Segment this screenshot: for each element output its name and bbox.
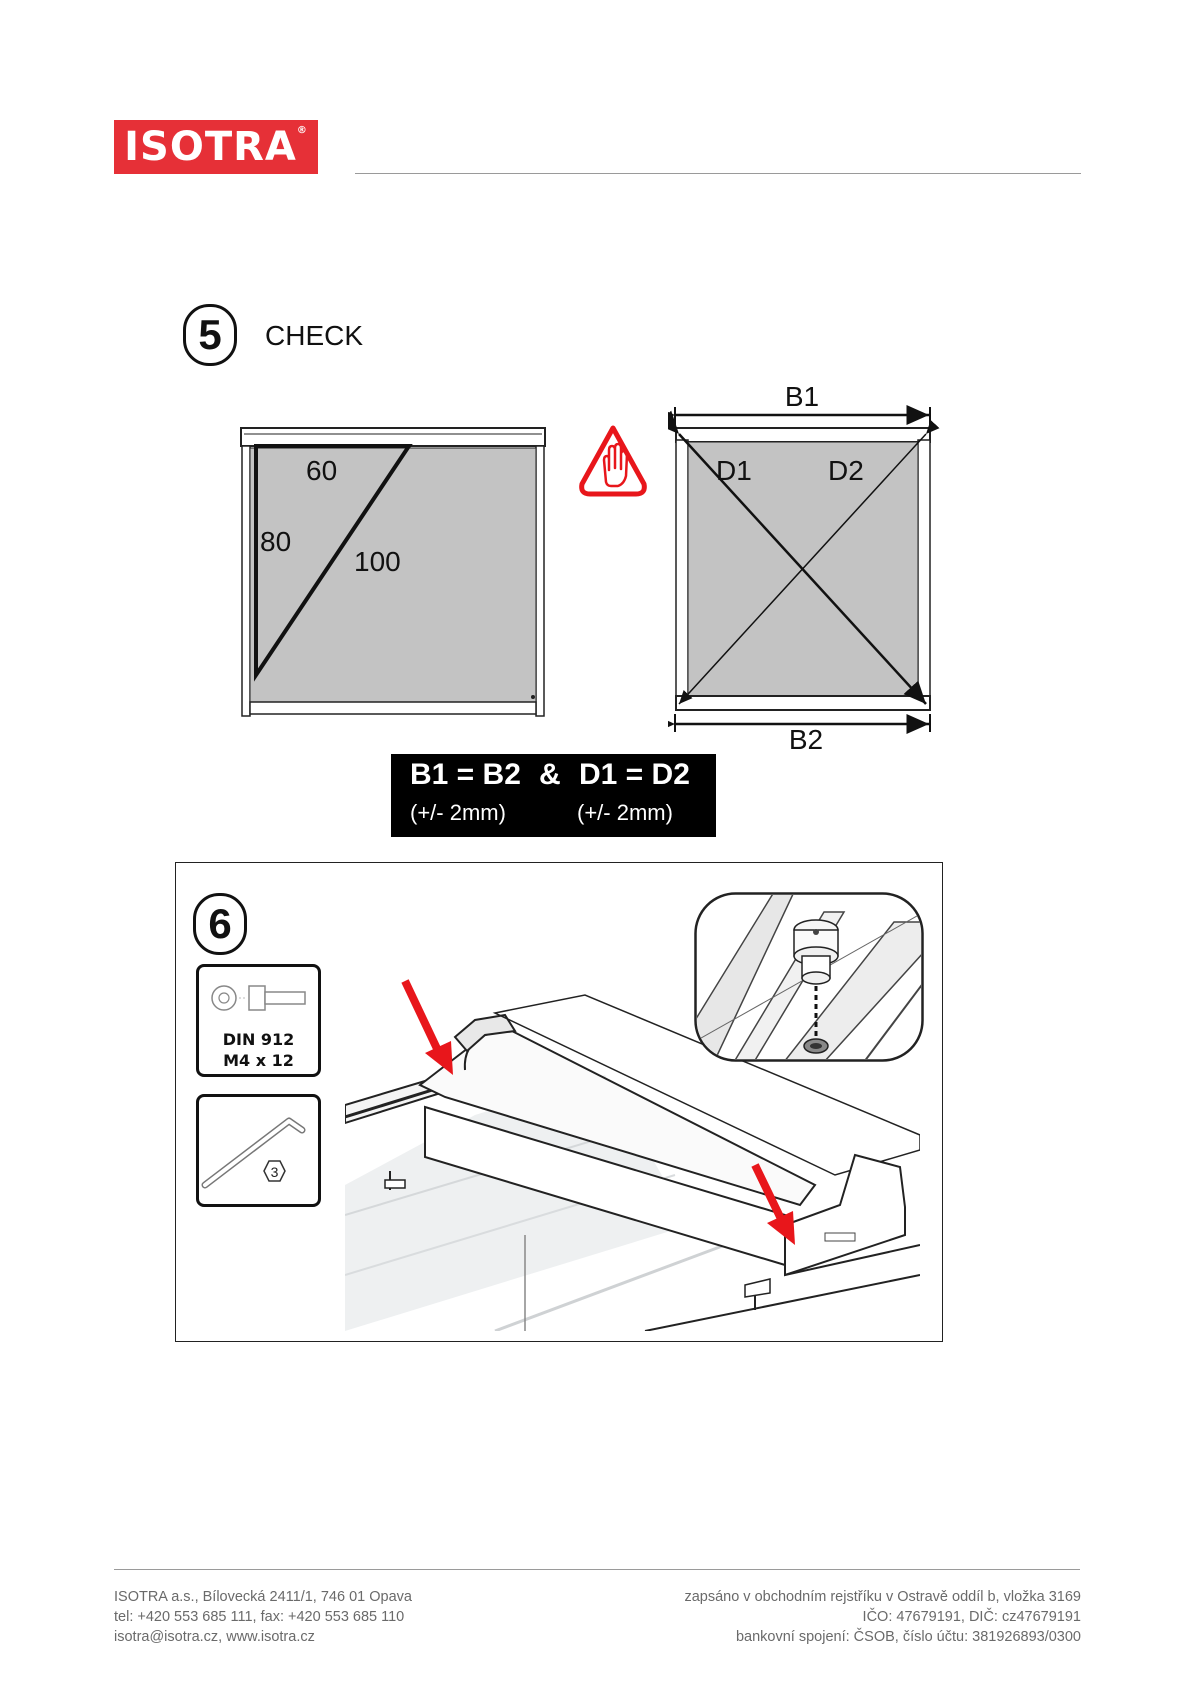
- logo-reg-mark: ®: [296, 125, 308, 136]
- footer-divider: [114, 1569, 1080, 1570]
- footer-phone-fax: tel: +420 553 685 111, fax: +420 553 685…: [114, 1609, 405, 1625]
- bolt-spec-box: DIN 912 M4 x 12: [196, 964, 321, 1077]
- header-divider: [355, 173, 1081, 174]
- diagonal-d2: [678, 419, 940, 705]
- bottom-bar: [249, 701, 537, 715]
- bolt-standard: DIN 912: [222, 1030, 295, 1049]
- left-guide-rail: [241, 445, 251, 717]
- d2-label: D2: [828, 455, 864, 486]
- step-5-number: 5: [183, 304, 237, 366]
- logo-text: ISOTRA: [124, 124, 297, 170]
- triangle-side-top-label: 60: [306, 455, 337, 486]
- end-cap-right: [784, 1153, 906, 1277]
- tolerance-b: (+/- 2mm): [410, 800, 506, 825]
- bottom-bar: [675, 695, 931, 711]
- cassette-top: [240, 427, 546, 447]
- left-guide-rail: [675, 439, 689, 709]
- hex-key-box: 3: [196, 1094, 321, 1207]
- footer-bank: bankovní spojení: ČSOB, číslo účtu: 3819…: [735, 1629, 1081, 1645]
- isotra-logo: ISOTRA®: [114, 120, 318, 174]
- red-arrow-right: [751, 1163, 787, 1225]
- step-6-number: 6: [193, 893, 247, 955]
- footer-company-contact: ISOTRA a.s., Bílovecká 2411/1, 746 01 Op…: [114, 1587, 412, 1647]
- tolerance-formula-box: B1 = B2 & D1 = D2 (+/- 2mm) (+/- 2mm): [391, 754, 716, 837]
- triangle-side-left-label: 80: [260, 526, 291, 557]
- footer-address: ISOTRA a.s., Bílovecká 2411/1, 746 01 Op…: [114, 1589, 412, 1605]
- footer-register-entry: zapsáno v obchodním rejstříku v Ostravě …: [684, 1589, 1081, 1605]
- step-5-title: CHECK: [265, 320, 364, 351]
- footer-registration: zapsáno v obchodním rejstříku v Ostravě …: [684, 1587, 1081, 1647]
- red-arrow-left: [401, 979, 444, 1057]
- footer-email-web: isotra@isotra.cz, www.isotra.cz: [114, 1629, 315, 1645]
- right-guide-rail: [917, 439, 931, 709]
- screw-and-washer-icon: [211, 985, 306, 1011]
- b2-label: B2: [789, 724, 823, 750]
- screen-fabric: [249, 447, 537, 711]
- roller-assembly-illustration: [345, 979, 920, 1331]
- screw-detail-inset: [694, 892, 924, 1062]
- triangle-check-figure: 60 80 100: [240, 427, 546, 717]
- footer-ico-dic: IČO: 47679191, DIČ: cz47679191: [862, 1609, 1081, 1625]
- right-guide-rail: [535, 445, 545, 717]
- diagonal-check-figure: B1 D1 D2 B2: [668, 381, 940, 750]
- hand-stop-warning-icon: [579, 425, 647, 497]
- b1-label: B1: [785, 381, 819, 412]
- end-cap-left: [453, 1013, 517, 1053]
- formula-ampersand: &: [539, 758, 561, 791]
- measuring-triangle: [254, 444, 413, 682]
- hex-key-icon: 3: [201, 1117, 306, 1189]
- triangle-hypotenuse-label: 100: [354, 546, 401, 577]
- cassette-top: [675, 427, 931, 443]
- bolt-size: M4 x 12: [223, 1051, 294, 1070]
- formula-d1-d2: D1 = D2: [579, 758, 690, 791]
- hex-key-size: 3: [271, 1164, 279, 1180]
- tolerance-d: (+/- 2mm): [577, 800, 673, 825]
- formula-b1-b2: B1 = B2: [410, 758, 521, 791]
- d1-label: D1: [716, 455, 752, 486]
- step-6-frame: [175, 862, 943, 1342]
